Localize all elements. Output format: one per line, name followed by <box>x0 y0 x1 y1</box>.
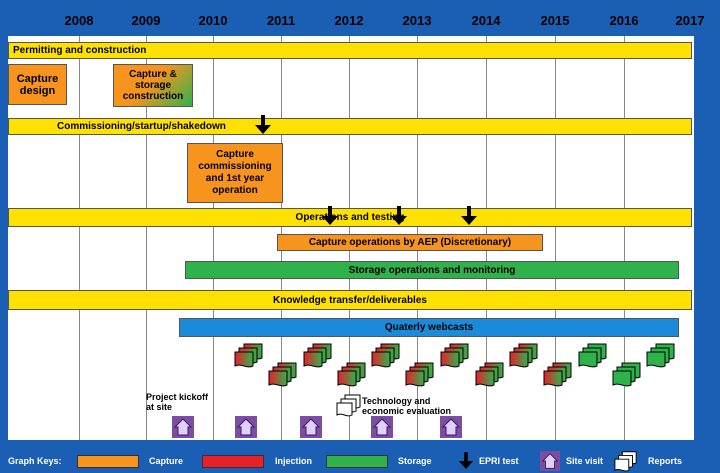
site-visit-house-icon <box>371 416 393 438</box>
report-stack-icon <box>612 362 641 387</box>
report-stack-icon <box>371 343 400 368</box>
knowledge-transfer-bar: Knowledge transfer/deliverables <box>8 290 692 310</box>
operations-testing-bar: Operations and testing <box>8 208 692 227</box>
report-stack-icon <box>509 343 538 368</box>
year-label-2009: 2009 <box>131 13 161 28</box>
report-stack-icon <box>337 362 366 387</box>
grid-line <box>624 36 625 440</box>
year-label-2012: 2012 <box>334 13 364 28</box>
capture-storage-construction-bar: Capture & storage construction <box>113 64 193 107</box>
grid-line <box>146 36 147 440</box>
year-label-2016: 2016 <box>609 13 639 28</box>
project-timeline: 2008 2009 2010 2011 2012 2013 2014 2015 … <box>0 13 705 473</box>
site-visit-house-icon <box>440 416 462 438</box>
quarterly-webcasts-bar: Quaterly webcasts <box>179 318 679 337</box>
graph-keys-title: Graph Keys: <box>8 456 62 466</box>
graph-keys: Graph Keys: Capture Injection Storage EP… <box>0 449 696 473</box>
site-visit-house-icon <box>235 416 257 438</box>
capture-operations-aep-bar: Capture operations by AEP (Discretionary… <box>277 234 543 251</box>
report-stack-icon <box>475 362 504 387</box>
year-label-2013: 2013 <box>402 13 432 28</box>
year-label-2011: 2011 <box>266 13 296 28</box>
year-label-2015: 2015 <box>540 13 570 28</box>
grid-line <box>213 36 214 440</box>
capture-design-bar: Capture design <box>8 64 67 105</box>
grid-line <box>79 36 80 440</box>
site-visit-key-label: Site visit <box>566 456 604 466</box>
year-label-2008: 2008 <box>64 13 94 28</box>
report-stack-icon <box>336 394 361 417</box>
report-stack-icon <box>303 343 332 368</box>
down-arrow-icon <box>458 452 474 469</box>
capture-key-label: Capture <box>149 456 184 466</box>
report-stack-icon <box>440 343 469 368</box>
year-label-2017: 2017 <box>675 13 705 28</box>
report-stack-icon <box>646 343 675 368</box>
injection-key-label: Injection <box>275 456 313 466</box>
capture-commissioning-bar: Capture commissioning and 1st year opera… <box>187 143 283 203</box>
tech-eval-label: Technology and economic evaluation <box>362 396 452 416</box>
down-arrow-icon <box>322 206 338 225</box>
storage-operations-bar: Storage operations and monitoring <box>185 261 679 279</box>
kickoff-label: Project kickoff at site <box>146 392 209 412</box>
down-arrow-icon <box>391 206 407 225</box>
down-arrow-icon <box>255 115 271 134</box>
report-stack-icon <box>578 343 607 368</box>
epri-key-label: EPRI test <box>479 456 519 466</box>
permitting-bar: Permitting and construction <box>8 42 692 59</box>
report-stack-icon <box>405 362 434 387</box>
report-stack-icon <box>268 362 297 387</box>
storage-key-label: Storage <box>398 456 432 466</box>
storage-swatch <box>326 455 388 468</box>
capture-swatch <box>77 455 139 468</box>
year-label-2014: 2014 <box>471 13 501 28</box>
report-stack-icon <box>543 362 572 387</box>
commissioning-bar: Commissioning/startup/shakedown <box>8 118 692 135</box>
report-stack-icon <box>234 343 263 368</box>
grid-line <box>555 36 556 440</box>
injection-swatch <box>202 455 264 468</box>
site-visit-house-icon <box>540 451 560 471</box>
year-label-2010: 2010 <box>198 13 228 28</box>
reports-key-label: Reports <box>648 456 683 466</box>
site-visit-house-icon <box>172 416 194 438</box>
report-stack-icon <box>614 451 637 472</box>
site-visit-house-icon <box>300 416 322 438</box>
down-arrow-icon <box>461 206 477 225</box>
